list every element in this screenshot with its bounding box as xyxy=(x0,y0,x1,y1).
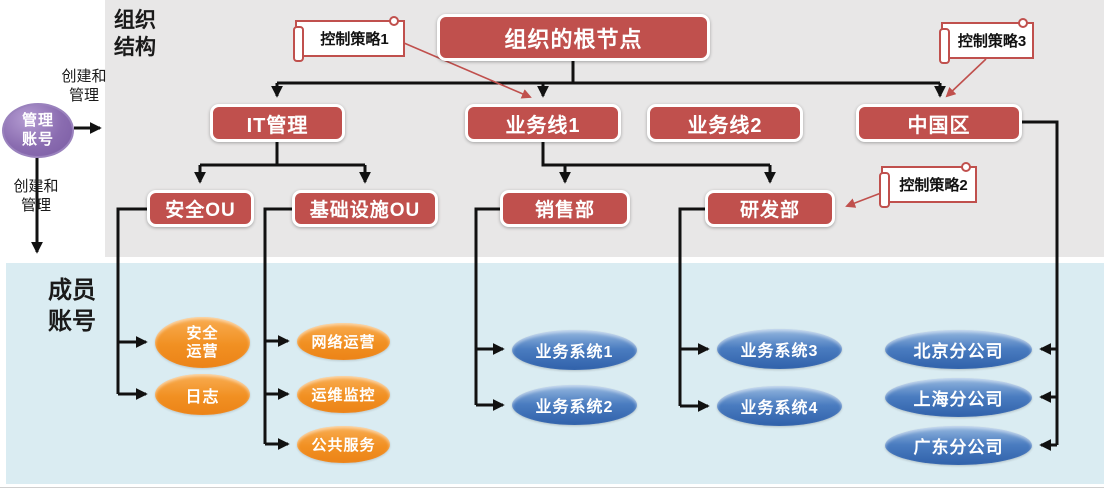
node-infrastructure-ou: 基础设施OU xyxy=(292,190,438,227)
node-china-region: 中国区 xyxy=(856,104,1022,142)
account-biz-system3: 业务系统3 xyxy=(717,329,842,369)
member-accounts-zone-title: 成员 账号 xyxy=(48,277,96,335)
node-business-line1: 业务线1 xyxy=(465,104,621,142)
account-public-service: 公共服务 xyxy=(297,426,390,463)
account-network-ops: 网络运营 xyxy=(297,323,390,360)
account-biz-system1: 业务系统1 xyxy=(512,330,637,370)
account-log: 日志 xyxy=(155,374,250,415)
node-org-root: 组织的根节点 xyxy=(437,14,710,61)
org-structure-zone-title: 组织 结构 xyxy=(114,9,156,59)
node-it-management: IT管理 xyxy=(210,104,345,142)
admin-account-node: 管理 账号 xyxy=(2,103,74,158)
account-shanghai-branch: 上海分公司 xyxy=(885,378,1032,417)
node-sales-dept: 销售部 xyxy=(500,190,630,227)
create-manage-label-left: 创建和 管理 xyxy=(13,178,59,214)
policy-3-scroll: 控制策略3 xyxy=(939,18,1034,64)
account-guangdong-branch: 广东分公司 xyxy=(885,426,1032,465)
account-beijing-branch: 北京分公司 xyxy=(885,330,1032,369)
node-security-ou: 安全OU xyxy=(147,190,254,227)
bottom-divider xyxy=(0,487,1104,488)
account-biz-system2: 业务系统2 xyxy=(512,385,637,425)
account-ops-monitoring: 运维监控 xyxy=(297,376,390,413)
node-business-line2: 业务线2 xyxy=(647,104,803,142)
account-security-ops: 安全运营 xyxy=(155,317,250,368)
account-biz-system4: 业务系统4 xyxy=(717,386,842,426)
create-manage-label-top: 创建和 管理 xyxy=(61,68,107,104)
account-security-ops-label: 安全运营 xyxy=(186,324,219,360)
node-rd-dept: 研发部 xyxy=(705,190,835,227)
policy-2-scroll: 控制策略2 xyxy=(879,162,977,208)
policy-1-scroll: 控制策略1 xyxy=(293,16,405,62)
